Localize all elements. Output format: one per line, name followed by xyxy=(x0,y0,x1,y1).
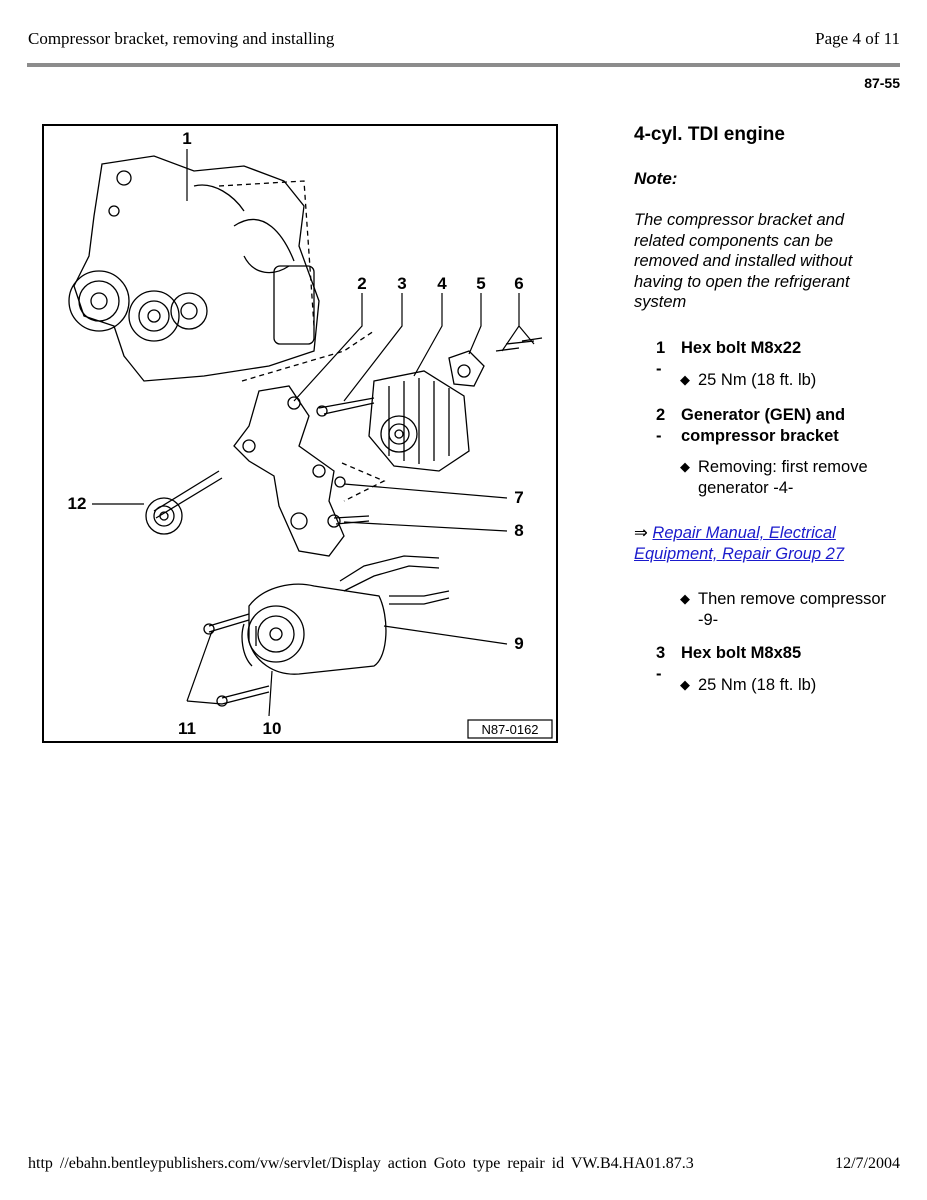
callout-1: 1 xyxy=(182,129,191,148)
exploded-view-figure: 1 2 3 4 5 6 7 8 9 10 11 12 N87-0162 xyxy=(42,124,558,743)
footer-date: 12/7/2004 xyxy=(835,1155,900,1172)
item-label: Generator (GEN) and compressor bracket xyxy=(681,406,846,445)
callout-6: 6 xyxy=(514,274,523,293)
diamond-icon: ◆ xyxy=(680,372,690,387)
document-code: 87-55 xyxy=(864,75,900,91)
bullet-text: Then remove compressor -9- xyxy=(698,590,886,629)
callout-10: 10 xyxy=(263,719,282,738)
callout-9: 9 xyxy=(514,634,523,653)
callout-2: 2 xyxy=(357,274,366,293)
item-label: Hex bolt M8x22 xyxy=(681,339,802,357)
engine-block-drawing xyxy=(73,155,320,382)
bullet-text: 25 Nm (18 ft. lb) xyxy=(698,676,817,694)
generator-drawing xyxy=(368,370,470,472)
bracket-drawing xyxy=(233,385,345,557)
callout-11: 11 xyxy=(178,719,196,738)
bullet-text: 25 Nm (18 ft. lb) xyxy=(698,371,817,389)
callout-7: 7 xyxy=(514,488,523,507)
item-number: 2 - xyxy=(656,406,666,445)
note-label: Note: xyxy=(634,169,678,188)
callout-5: 5 xyxy=(476,274,485,293)
callout-8: 8 xyxy=(514,521,523,540)
item-number: 1 - xyxy=(656,339,666,378)
page-header-title: Compressor bracket, removing and install… xyxy=(28,29,335,48)
item-label: Hex bolt M8x85 xyxy=(681,644,802,662)
note-text: The compressor bracket and related compo… xyxy=(634,211,853,311)
callout-12: 12 xyxy=(68,494,87,513)
section-title: 4-cyl. TDI engine xyxy=(634,124,785,145)
repair-manual-link[interactable]: Repair Manual, Electrical Equipment, Rep… xyxy=(634,524,845,563)
bullet-text: Removing: first remove generator -4- xyxy=(698,458,868,497)
page-number: Page 4 of 11 xyxy=(815,29,900,48)
header-divider xyxy=(27,63,900,67)
exploded-view-drawing: 1 2 3 4 5 6 7 8 9 10 11 12 N87-0162 xyxy=(68,129,553,739)
figure-id: N87-0162 xyxy=(481,722,538,737)
reference-arrow-icon: ⇒ xyxy=(634,524,648,542)
diamond-icon: ◆ xyxy=(680,591,690,606)
item-number: 3 - xyxy=(656,644,666,683)
footer-url: http //ebahn.bentleypublishers.com/vw/se… xyxy=(28,1155,694,1172)
diamond-icon: ◆ xyxy=(680,677,690,692)
diamond-icon: ◆ xyxy=(680,459,690,474)
figure-id-box xyxy=(467,719,553,739)
compressor-drawing xyxy=(248,583,387,675)
repair-manual-reference: ⇒ Repair Manual, Electrical Equipment, R… xyxy=(634,523,894,564)
callout-4: 4 xyxy=(437,274,447,293)
callout-3: 3 xyxy=(397,274,406,293)
